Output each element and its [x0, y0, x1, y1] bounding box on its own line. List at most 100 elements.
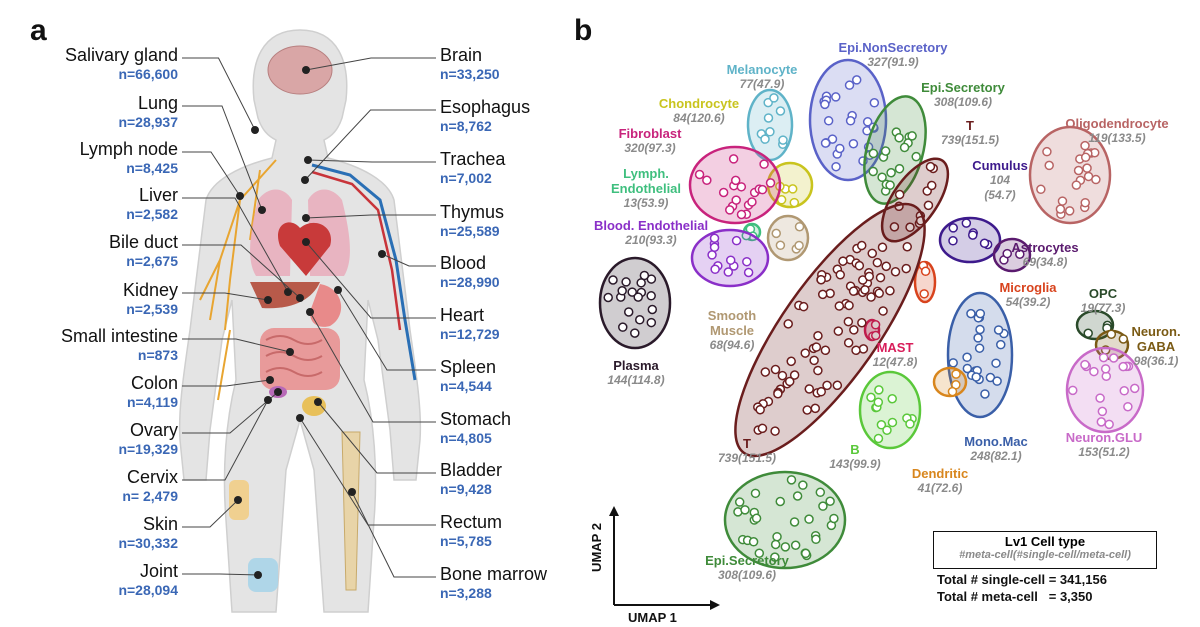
- cluster-count: 104: [989, 173, 1011, 187]
- meta-cell-point: [794, 221, 805, 232]
- cluster-name: Cumulus: [972, 158, 1028, 173]
- organ-count: n=30,332: [118, 535, 178, 551]
- meta-cell-point: [1106, 329, 1117, 339]
- meta-cell-point: [868, 166, 878, 177]
- meta-cell-point: [870, 330, 881, 341]
- cluster-blob-13: [1075, 309, 1115, 341]
- meta-cell-point: [1089, 366, 1099, 377]
- right-leader-dot-6: [334, 286, 342, 294]
- meta-cell-point: [754, 548, 765, 558]
- meta-cell-point: [759, 159, 769, 169]
- right-leader-dot-10: [348, 488, 356, 496]
- organ-name: Bladder: [440, 460, 503, 480]
- meta-cell-point: [980, 389, 990, 399]
- cluster-name: Microglia: [999, 280, 1057, 295]
- meta-cell-point: [770, 426, 780, 436]
- meta-cell-point: [816, 386, 826, 397]
- meta-cell-point: [996, 339, 1006, 350]
- cluster-name: Fibroblast: [618, 126, 682, 141]
- meta-cell-point: [724, 205, 735, 215]
- cluster-count: 143(99.9): [829, 457, 881, 471]
- meta-cell-point: [634, 315, 645, 325]
- cluster-outline-19: [858, 370, 922, 450]
- meta-cell-point: [854, 260, 865, 271]
- meta-cell-point: [734, 497, 745, 507]
- meta-cell-point: [790, 540, 801, 550]
- cluster-outline-17: [946, 291, 1014, 419]
- meta-cell-point: [789, 197, 800, 208]
- meta-cell-point: [867, 248, 877, 259]
- meta-cell-point: [829, 513, 839, 524]
- meta-cell-point: [887, 417, 898, 428]
- cluster-name-line2: Endothelial: [610, 181, 682, 196]
- meta-cell-point: [775, 496, 785, 507]
- meta-cell-point: [786, 356, 796, 367]
- left-leader-dot-7: [266, 376, 274, 384]
- organ-count: n=28,990: [440, 274, 500, 290]
- umap1-label: UMAP 1: [628, 610, 677, 625]
- cluster-name-line2: Muscle: [709, 323, 755, 338]
- meta-cell-point: [902, 242, 913, 252]
- meta-cell-point: [633, 292, 643, 302]
- bone-marrow-organ: [341, 431, 361, 591]
- meta-cell-point: [760, 367, 771, 377]
- cluster-count: 739(151.5): [940, 133, 1000, 147]
- meta-cell-point: [993, 325, 1004, 335]
- meta-cell-point: [769, 93, 779, 103]
- right-leader-line-0: [305, 57, 436, 71]
- meta-cell-point: [973, 333, 983, 343]
- organ-name: Heart: [440, 305, 485, 325]
- left-leader-dot-1: [258, 206, 266, 214]
- meta-cell-point: [811, 534, 821, 545]
- organ-count: n=4,805: [440, 430, 492, 446]
- organ-name: Bone marrow: [440, 564, 548, 584]
- meta-cell-point: [1083, 328, 1093, 338]
- cluster-blob-19: [858, 370, 922, 450]
- joint-organ: [248, 558, 278, 592]
- meta-cell-point: [786, 475, 797, 485]
- left-leader-dot-8: [274, 388, 282, 396]
- meta-cell-point: [851, 75, 862, 85]
- meta-cell-point: [730, 175, 741, 186]
- meta-cell-point: [751, 513, 762, 524]
- meta-cell-point: [778, 135, 788, 145]
- meta-cell-point: [780, 542, 791, 552]
- meta-cell-point: [868, 148, 879, 159]
- meta-cell-point: [1091, 174, 1101, 185]
- meta-cell-point: [765, 178, 776, 188]
- meta-cell-point: [880, 146, 891, 156]
- meta-cell-point: [848, 138, 859, 149]
- body-illustration: [178, 29, 422, 613]
- meta-cell-point: [820, 138, 831, 148]
- cluster-name-line2: GABA: [1136, 339, 1176, 354]
- organ-name: Trachea: [440, 149, 506, 169]
- organ-count: n=7,002: [440, 170, 492, 186]
- organ-name: Colon: [130, 373, 178, 393]
- stomach-organ: [310, 284, 342, 327]
- cluster-blob-22: [723, 470, 847, 570]
- organ-count: n=2,582: [126, 206, 178, 222]
- meta-cell-point: [1080, 152, 1091, 163]
- meta-cell-point: [646, 317, 657, 328]
- cluster-blob-11: [913, 260, 937, 304]
- meta-cell-point: [894, 133, 904, 143]
- umap2-arrow: [609, 506, 619, 516]
- meta-cell-point: [1118, 334, 1129, 344]
- meta-cell-point: [866, 292, 876, 302]
- meta-cell-point: [862, 117, 873, 127]
- meta-cell-point: [731, 235, 742, 246]
- meta-cell-point: [777, 370, 788, 381]
- meta-cell-point: [787, 184, 798, 194]
